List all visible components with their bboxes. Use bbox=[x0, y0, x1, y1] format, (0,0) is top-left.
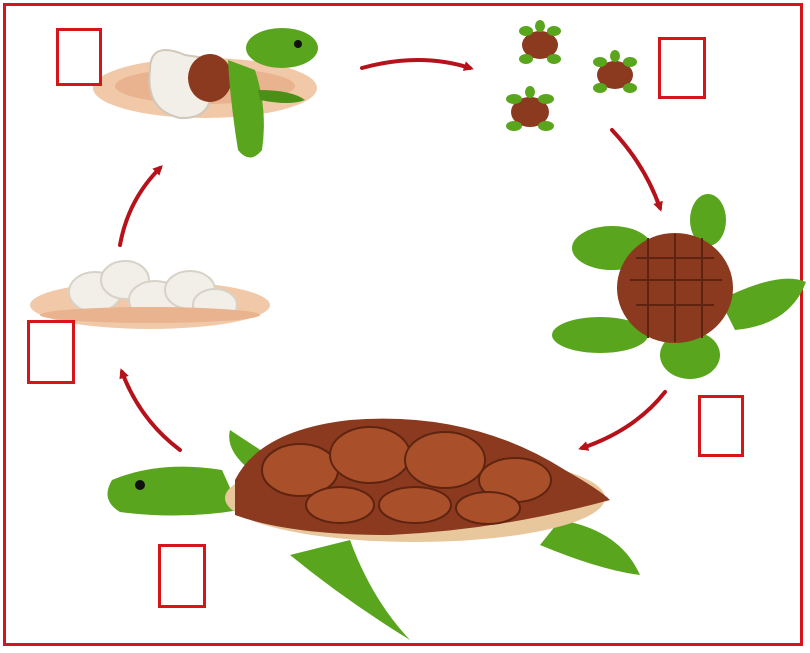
answer-box-juvenile[interactable] bbox=[698, 395, 744, 457]
arrow-eggs-to-hatchling bbox=[120, 168, 160, 245]
hatching-turtle-icon bbox=[93, 28, 318, 158]
answer-box-adult[interactable] bbox=[158, 544, 206, 608]
answer-box-baby-turtles[interactable] bbox=[658, 37, 706, 99]
answer-box-eggs[interactable] bbox=[27, 320, 75, 384]
answer-box-hatchling[interactable] bbox=[56, 28, 102, 86]
arrow-juvenile-to-adult bbox=[582, 392, 665, 448]
juvenile-turtle-icon bbox=[552, 194, 806, 379]
arrow-hatchling-to-babies bbox=[362, 60, 470, 68]
arrow-adult-to-eggs bbox=[122, 372, 180, 450]
baby-turtles-icon bbox=[506, 20, 637, 131]
arrow-babies-to-juvenile bbox=[612, 130, 660, 208]
eggs-nest-icon bbox=[30, 261, 270, 329]
